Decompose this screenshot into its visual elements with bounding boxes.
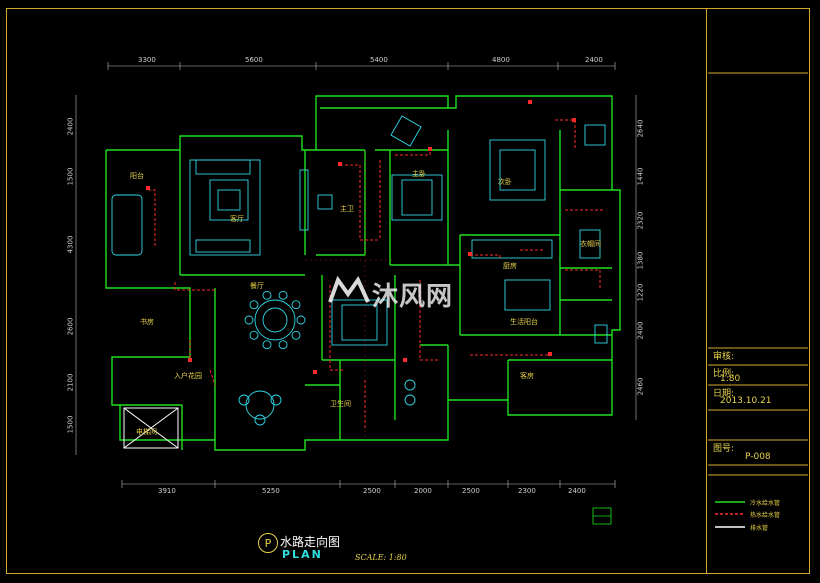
room-label: 次卧 xyxy=(498,178,512,186)
furniture xyxy=(111,115,608,426)
tb-date-label: 日期: xyxy=(713,389,735,399)
dining-chair xyxy=(278,340,288,350)
tb-number-label: 图号: xyxy=(713,444,735,454)
elevator-shaft xyxy=(123,407,179,449)
dim-bottom-1: 5250 xyxy=(262,487,280,495)
water-pipes xyxy=(148,119,605,430)
plan-title: 水路走向图 xyxy=(280,535,341,549)
room-label: 主卧 xyxy=(412,170,426,178)
dining-chair xyxy=(262,340,272,350)
dim-left-5: 1500 xyxy=(66,415,75,434)
legend-hot-water: 热水给水管 xyxy=(750,512,781,519)
tb-scale-label: 比例: xyxy=(713,369,735,379)
dim-top-4: 2400 xyxy=(585,56,603,64)
tb-date-value: 2013.10.21 xyxy=(720,396,772,406)
plan-title-en: PLAN xyxy=(282,548,323,561)
legend-lines xyxy=(715,501,745,528)
north-symbol xyxy=(592,507,612,525)
room-label: 入户花园 xyxy=(174,372,202,380)
room-label: 电梯间 xyxy=(136,428,157,436)
dim-bottom-6: 2400 xyxy=(568,487,586,495)
title-block xyxy=(706,8,810,574)
room-label: 主卫 xyxy=(340,205,354,213)
room-label: 厨房 xyxy=(503,262,517,270)
room-label: 卫生间 xyxy=(330,400,351,408)
dim-bottom-0: 3910 xyxy=(158,487,176,495)
watermark-text: 沐风网 xyxy=(372,282,454,312)
dining-chair xyxy=(262,290,272,300)
title-block-rules xyxy=(708,72,808,476)
dim-bottom-3: 2000 xyxy=(414,487,432,495)
dining-chair xyxy=(296,315,306,325)
dining-chair xyxy=(244,315,254,325)
dim-left-4: 2100 xyxy=(66,373,75,392)
room-label: 衣帽间 xyxy=(580,240,601,248)
watermark-logo xyxy=(328,276,370,303)
legend-drain: 排水管 xyxy=(750,525,769,532)
walls xyxy=(105,95,621,451)
dim-left-3: 2600 xyxy=(66,317,75,336)
room-label: 阳台 xyxy=(130,172,144,180)
dim-bottom-5: 2300 xyxy=(518,487,536,495)
dim-left-1: 1500 xyxy=(66,167,75,186)
dim-top-1: 5600 xyxy=(245,56,263,64)
dining-chair xyxy=(249,300,259,310)
room-label: 餐厅 xyxy=(250,282,264,290)
room-label: 书房 xyxy=(140,318,154,326)
tb-number-value: P-008 xyxy=(745,452,771,462)
room-label: 客房 xyxy=(520,372,534,380)
dim-top-3: 4800 xyxy=(492,56,510,64)
dim-left-2: 4300 xyxy=(66,235,75,254)
drawing-frame xyxy=(6,8,810,574)
dim-right-6: 2460 xyxy=(636,377,645,396)
dim-right-2: 2320 xyxy=(636,211,645,230)
dim-left-0: 2400 xyxy=(66,117,75,136)
dining-chair xyxy=(278,290,288,300)
dim-bottom-2: 2500 xyxy=(363,487,381,495)
dining-chair xyxy=(291,300,301,310)
tb-scale-value: 1:80 xyxy=(720,374,741,384)
room-label: 客厅 xyxy=(230,215,244,223)
dim-right-0: 2640 xyxy=(636,119,645,138)
dining-chair xyxy=(291,330,301,340)
dimension-lines xyxy=(75,62,637,488)
dim-right-1: 1440 xyxy=(636,167,645,186)
dim-right-4: 1220 xyxy=(636,283,645,302)
dim-bottom-4: 2500 xyxy=(462,487,480,495)
dining-chair xyxy=(249,330,259,340)
pipe-valves xyxy=(146,100,576,374)
room-label: 生活阳台 xyxy=(510,318,538,326)
dim-top-2: 5400 xyxy=(370,56,388,64)
legend-cold-water: 冷水给水管 xyxy=(750,500,781,507)
plan-badge: P xyxy=(258,533,278,553)
dim-right-5: 2400 xyxy=(636,321,645,340)
tb-review-label: 审核: xyxy=(713,352,735,362)
dim-right-3: 1380 xyxy=(636,251,645,270)
dim-top-0: 3300 xyxy=(138,56,156,64)
plan-scale: SCALE: 1:80 xyxy=(355,553,407,562)
